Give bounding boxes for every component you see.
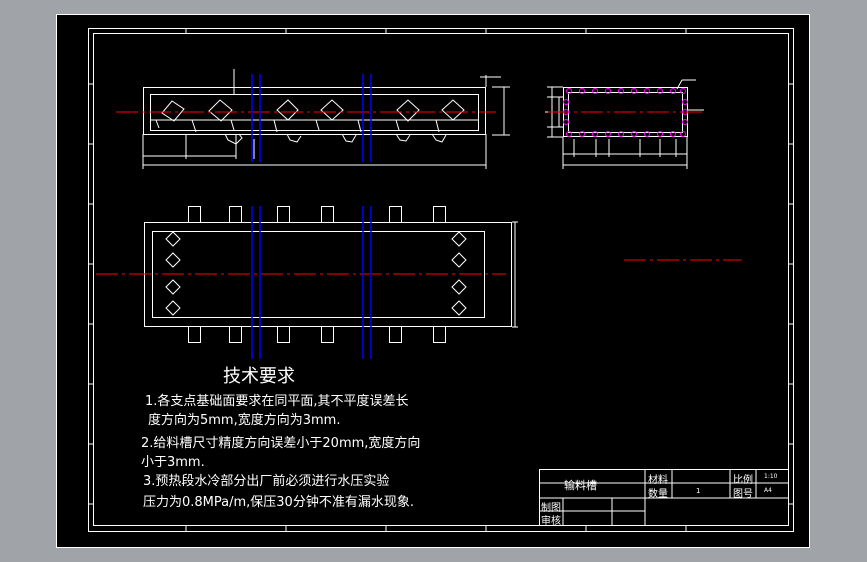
drawing-canvas: 技术要求 1.各支点基础面要求在同平面,其不平度误差长 度方向为5mm,宽度方向… xyxy=(56,14,810,548)
requirement-2-line-1: 2.给料槽尺寸精度方向误差小于20mm,宽度方向 xyxy=(141,436,421,451)
tech-requirements-heading: 技术要求 xyxy=(223,366,295,387)
drawing-border xyxy=(88,28,794,532)
drawing-number-value: A4 xyxy=(764,487,772,494)
inner-border xyxy=(93,33,789,526)
cad-drawing xyxy=(56,14,810,548)
requirement-1-line-1: 1.各支点基础面要求在同平面,其不平度误差长 xyxy=(145,394,409,409)
checked-by-label: 审核 xyxy=(541,516,561,527)
bolt-holes xyxy=(563,88,688,137)
title-block-lines xyxy=(539,469,789,526)
front-view xyxy=(142,69,510,169)
section-markers xyxy=(251,74,372,359)
requirement-1-line-2: 度方向为5mm,宽度方向为3mm. xyxy=(148,413,341,428)
drawn-by-label: 制图 xyxy=(541,503,561,514)
requirement-3-line-2: 压力为0.8MPa/m,保压30分钟不准有漏水现象. xyxy=(143,495,414,510)
scale-label: 比例 xyxy=(733,475,753,486)
border-ticks xyxy=(88,28,793,531)
scale-value: 1:10 xyxy=(764,473,778,480)
centerlines xyxy=(96,111,742,275)
requirement-2-line-2: 小于3mm. xyxy=(141,455,205,470)
outer-frame xyxy=(56,14,810,548)
requirement-3-line-1: 3.预热段水冷部分出厂前必须进行水压实验 xyxy=(143,474,390,489)
part-name: 输料槽 xyxy=(564,479,597,492)
quantity-label: 数量 xyxy=(648,489,668,500)
drawing-number-label: 图号 xyxy=(733,489,753,500)
quantity-value: 1 xyxy=(696,487,701,495)
material-label: 材料 xyxy=(648,475,668,486)
